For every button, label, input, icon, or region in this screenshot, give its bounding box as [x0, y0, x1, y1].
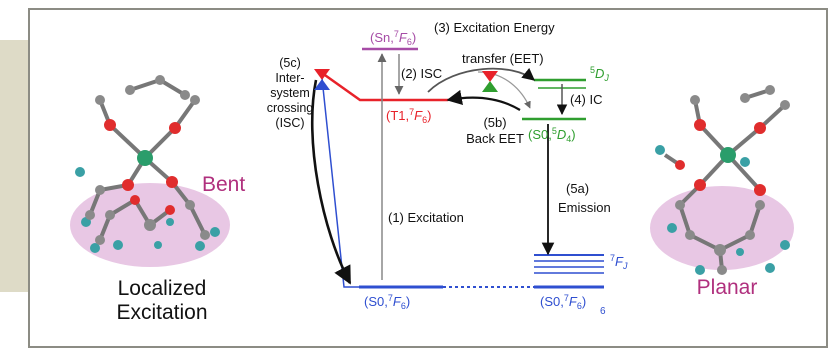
- bent-label: Bent: [202, 173, 245, 196]
- blue-isc-path-line: [321, 77, 359, 288]
- europium-atom-planar: [720, 147, 736, 163]
- isc-5c-label: (5c) Inter- system crossing (ISC): [267, 56, 314, 130]
- blue-crossing-marker: [314, 79, 330, 90]
- s0-right-state-label: (S0,7F6): [540, 293, 586, 311]
- svg-text:system: system: [270, 86, 310, 100]
- svg-text:Excitation: Excitation: [116, 301, 207, 324]
- svg-text:(5b): (5b): [483, 115, 506, 130]
- ic-label: (4) IC: [570, 92, 603, 107]
- svg-text:(ISC): (ISC): [275, 116, 304, 130]
- 7fj-manifold-lines: [534, 254, 604, 289]
- green-eet-marker: [482, 81, 498, 92]
- figure-frame: [28, 8, 828, 348]
- planar-label: Planar: [697, 276, 758, 299]
- svg-text:Emission: Emission: [558, 200, 611, 215]
- svg-text:crossing: crossing: [267, 101, 314, 115]
- excitation-label: (1) Excitation: [388, 210, 464, 225]
- s0-left-state-label: (S0,7F6): [364, 293, 410, 311]
- isc-5c-arrow: [310, 79, 352, 285]
- red-eet-marker: [482, 71, 498, 82]
- eet-arrow: [427, 67, 535, 93]
- 7fj-state-label: 7FJ: [610, 253, 628, 271]
- sn-state-label: (Sn,7F6): [370, 29, 416, 47]
- eet-label-line1: (3) Excitation Energy: [434, 20, 555, 35]
- svg-text:Back EET: Back EET: [466, 131, 524, 146]
- svg-text:(5a): (5a): [566, 181, 589, 196]
- isc-2-label: (2) ISC: [401, 66, 442, 81]
- eet-label-line2: transfer (EET): [462, 51, 544, 66]
- svg-text:Inter-: Inter-: [275, 71, 304, 85]
- 5dj-state-label: 5DJ: [590, 65, 609, 83]
- bent-molecule-illustration: [70, 75, 230, 267]
- back-eet-label: (5b) Back EET: [466, 115, 524, 146]
- s0-5d4-state-label: (S0,5D4): [528, 126, 576, 144]
- trailing-index-label: 6: [600, 306, 606, 317]
- planar-molecule-illustration: [650, 85, 794, 275]
- t1-level-line: [321, 71, 448, 102]
- localized-excitation-label: Localized Excitation: [116, 277, 207, 324]
- emission-label: (5a) Emission: [558, 181, 611, 215]
- europium-atom: [137, 150, 153, 166]
- svg-text:(5c): (5c): [279, 56, 301, 70]
- svg-text:Localized: Localized: [118, 277, 207, 300]
- red-crossing-marker: [314, 69, 330, 80]
- t1-state-label: (T1,7F6): [386, 107, 431, 125]
- back-eet-arrow: [446, 89, 521, 111]
